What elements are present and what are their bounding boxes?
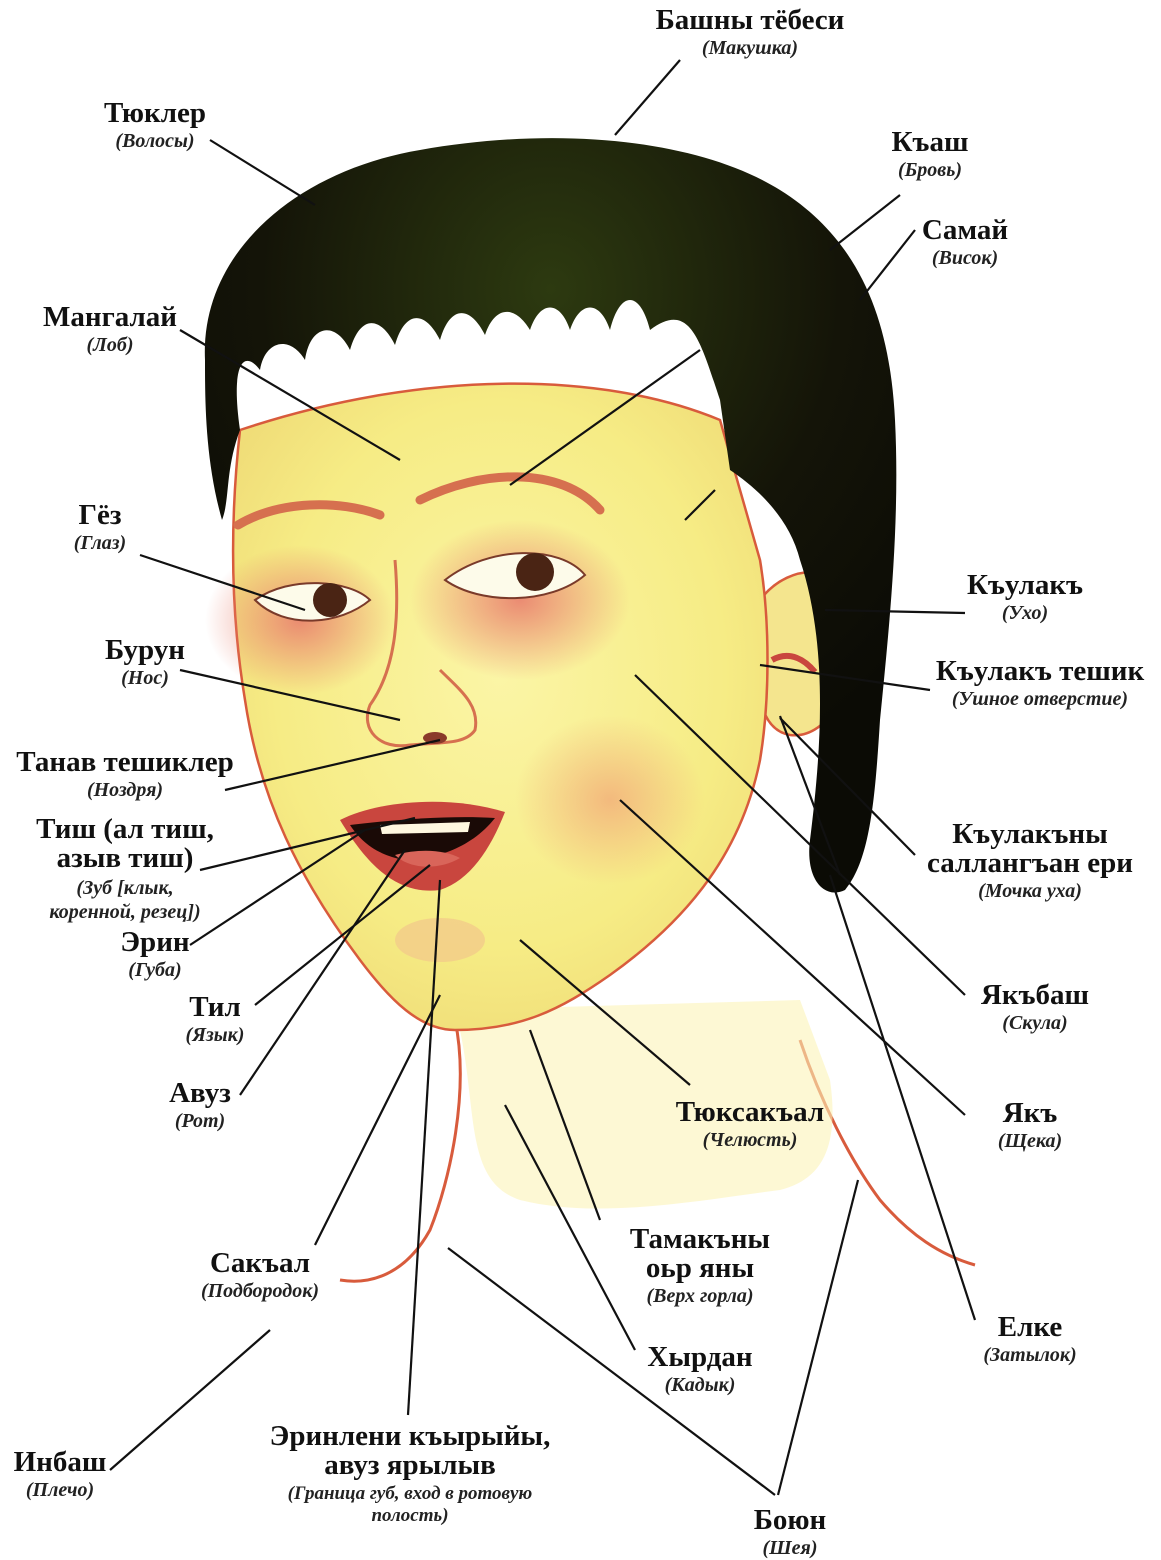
label-til: Тил (Язык) [160,992,270,1046]
label-hyrdan: Хырдан (Кадык) [630,1342,770,1396]
label-kulakny-sallangan: Къулакъны саллангъан ери (Мочка уха) [910,820,1150,902]
label-ru: (Кадык) [630,1375,770,1396]
label-ru: (Ноздря) [5,780,245,801]
face [205,384,768,1030]
leader-kash [830,195,900,250]
label-ru: (Глаз) [40,533,160,554]
label-ky: Къаш [870,127,990,157]
label-samai: Самай (Висок) [900,215,1030,269]
leader-bashny-tebesi [615,60,680,135]
label-ru: (Зуб [клык, коренной, резец]) [15,876,235,924]
label-ky: Тиш (ал тиш, азыв тиш) [15,815,235,873]
label-ru: (Мочка уха) [910,881,1150,902]
label-ky: Бурун [80,635,210,665]
label-sakal: Сакъал (Подбородок) [180,1248,340,1302]
label-ru: (Лоб) [30,335,190,356]
label-ky: Башны тёбеси [640,5,860,35]
label-boyun: Боюн (Шея) [730,1505,850,1559]
label-ru: (Граница губ, вход в ротовую полость) [245,1483,575,1527]
label-tyuksakal: Тюксакъал (Челюсть) [660,1097,840,1151]
label-erin: Эрин (Губа) [100,927,210,981]
label-kulak: Къулакъ (Ухо) [950,570,1100,624]
leader-boyun-2 [778,1180,858,1495]
label-ru: (Шея) [730,1538,850,1559]
label-ru: (Рот) [145,1111,255,1132]
label-ky: Гёз [40,500,160,530]
label-yak: Якъ (Щека) [975,1098,1085,1152]
label-ky: Тюксакъал [660,1097,840,1127]
label-ky: Якъ [975,1098,1085,1128]
label-ky: Тамакъны оьр яны [610,1225,790,1283]
label-ky: Якъбаш [960,980,1110,1010]
label-ky: Эрин [100,927,210,957]
label-ky: Авуз [145,1078,255,1108]
label-tish: Тиш (ал тиш, азыв тиш) (Зуб [клык, корен… [15,815,235,924]
label-ky: Инбаш [0,1447,120,1477]
label-ky: Къулакъны саллангъан ери [910,820,1150,878]
label-ky: Тюклер [85,98,225,128]
label-ru: (Верх горла) [610,1286,790,1307]
label-ky: Эринлени къырыйы, авуз ярылыв [245,1422,575,1480]
label-ru: (Ухо) [950,603,1100,624]
label-tamakny: Тамакъны оьр яны (Верх горла) [610,1225,790,1307]
label-ru: (Нос) [80,668,210,689]
label-kulak-teshik: Къулакъ тешик (Ушное отверстие) [920,656,1160,710]
label-yakbash: Якъбаш (Скула) [960,980,1110,1034]
label-ru: (Макушка) [640,38,860,59]
label-tanav: Танав тешиклер (Ноздря) [5,747,245,801]
leader-tyukler [210,140,315,205]
label-ru: (Ушное отверстие) [920,689,1160,710]
label-ru: (Язык) [160,1025,270,1046]
label-ky: Къулакъ [950,570,1100,600]
label-bashny-tebesi: Башны тёбеси (Макушка) [640,5,860,59]
label-ru: (Волосы) [85,131,225,152]
label-ky: Къулакъ тешик [920,656,1160,686]
label-tyukler: Тюклер (Волосы) [85,98,225,152]
label-ru: (Затылок) [965,1345,1095,1366]
label-avuz: Авуз (Рот) [145,1078,255,1132]
label-ky: Боюн [730,1505,850,1535]
label-ky: Сакъал [180,1248,340,1278]
label-ky: Елке [965,1312,1095,1342]
label-elke: Елке (Затылок) [965,1312,1095,1366]
label-ru: (Подбородок) [180,1281,340,1302]
label-ky: Танав тешиклер [5,747,245,777]
leader-elke [830,875,975,1320]
label-erinleni: Эринлени къырыйы, авуз ярылыв (Граница г… [245,1422,575,1527]
label-ru: (Бровь) [870,160,990,181]
label-ky: Тил [160,992,270,1022]
label-ru: (Челюсть) [660,1130,840,1151]
label-ru: (Висок) [900,248,1030,269]
label-burun: Бурун (Нос) [80,635,210,689]
label-kash: Къаш (Бровь) [870,127,990,181]
label-gez: Гёз (Глаз) [40,500,160,554]
label-ru: (Скула) [960,1013,1110,1034]
label-ru: (Губа) [100,960,210,981]
label-mangalai: Мангалай (Лоб) [30,302,190,356]
label-ru: (Щека) [975,1131,1085,1152]
label-ky: Самай [900,215,1030,245]
label-ky: Мангалай [30,302,190,332]
label-ky: Хырдан [630,1342,770,1372]
label-inbash: Инбаш (Плечо) [0,1447,120,1501]
label-ru: (Плечо) [0,1480,120,1501]
